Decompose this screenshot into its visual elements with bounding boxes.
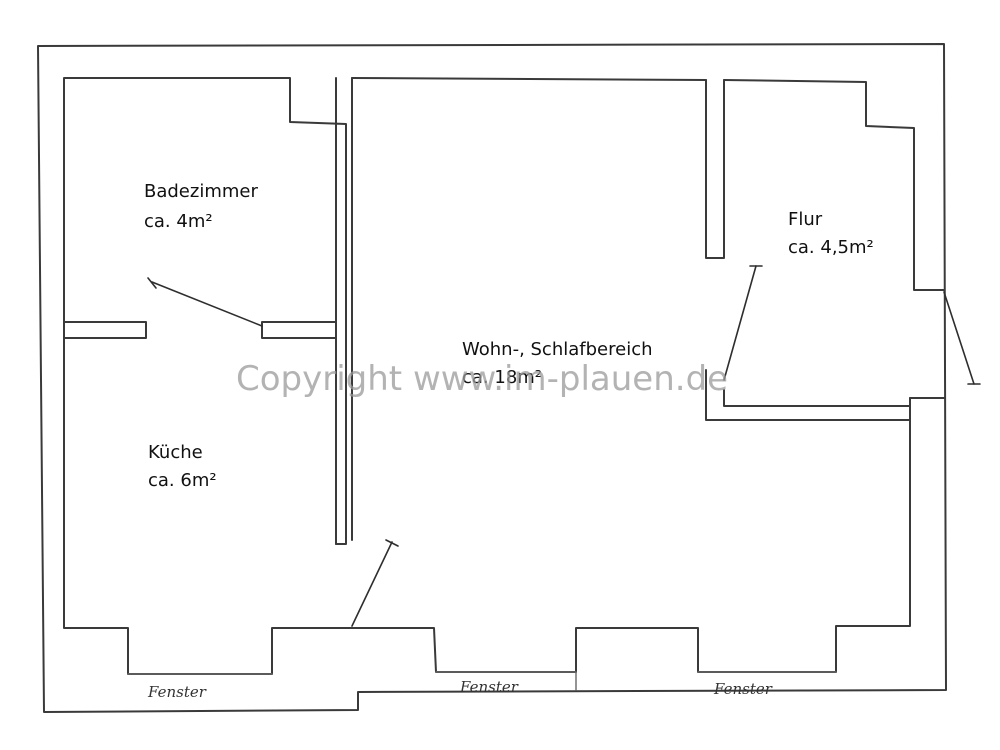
door-hallway xyxy=(723,265,757,381)
door-bathroom-stop xyxy=(147,277,157,289)
partition-wall-vertical xyxy=(335,77,353,545)
window-frame-2 xyxy=(435,671,577,691)
door-kitchen-stop xyxy=(385,539,399,547)
kitchen-name: Küche xyxy=(148,442,203,463)
window-label-2: Fenster xyxy=(459,678,519,696)
window-label-3: Fenster xyxy=(713,680,773,698)
inner-wall xyxy=(63,77,945,675)
bathroom-name: Badezimmer xyxy=(144,181,258,202)
hallway-wall-bottom xyxy=(705,369,911,421)
hallway-name: Flur xyxy=(788,209,823,230)
living-area: ca. 18m² xyxy=(462,367,542,388)
window-label-1: Fenster xyxy=(147,683,207,701)
door-entrance xyxy=(943,291,975,385)
partition-wall-bath-kitchen-right xyxy=(261,321,337,339)
outer-wall xyxy=(37,43,947,713)
partition-wall-bath-kitchen-left xyxy=(63,321,147,339)
hallway-wall-left xyxy=(705,79,725,259)
hallway-area: ca. 4,5m² xyxy=(788,237,874,258)
bathroom-area: ca. 4m² xyxy=(144,211,213,232)
door-bathroom xyxy=(151,281,263,327)
door-kitchen xyxy=(351,541,393,627)
copyright-watermark: Copyright www.im-plauen.de xyxy=(236,359,728,399)
kitchen-area: ca. 6m² xyxy=(148,470,217,491)
living-name: Wohn-, Schlafbereich xyxy=(462,339,653,360)
